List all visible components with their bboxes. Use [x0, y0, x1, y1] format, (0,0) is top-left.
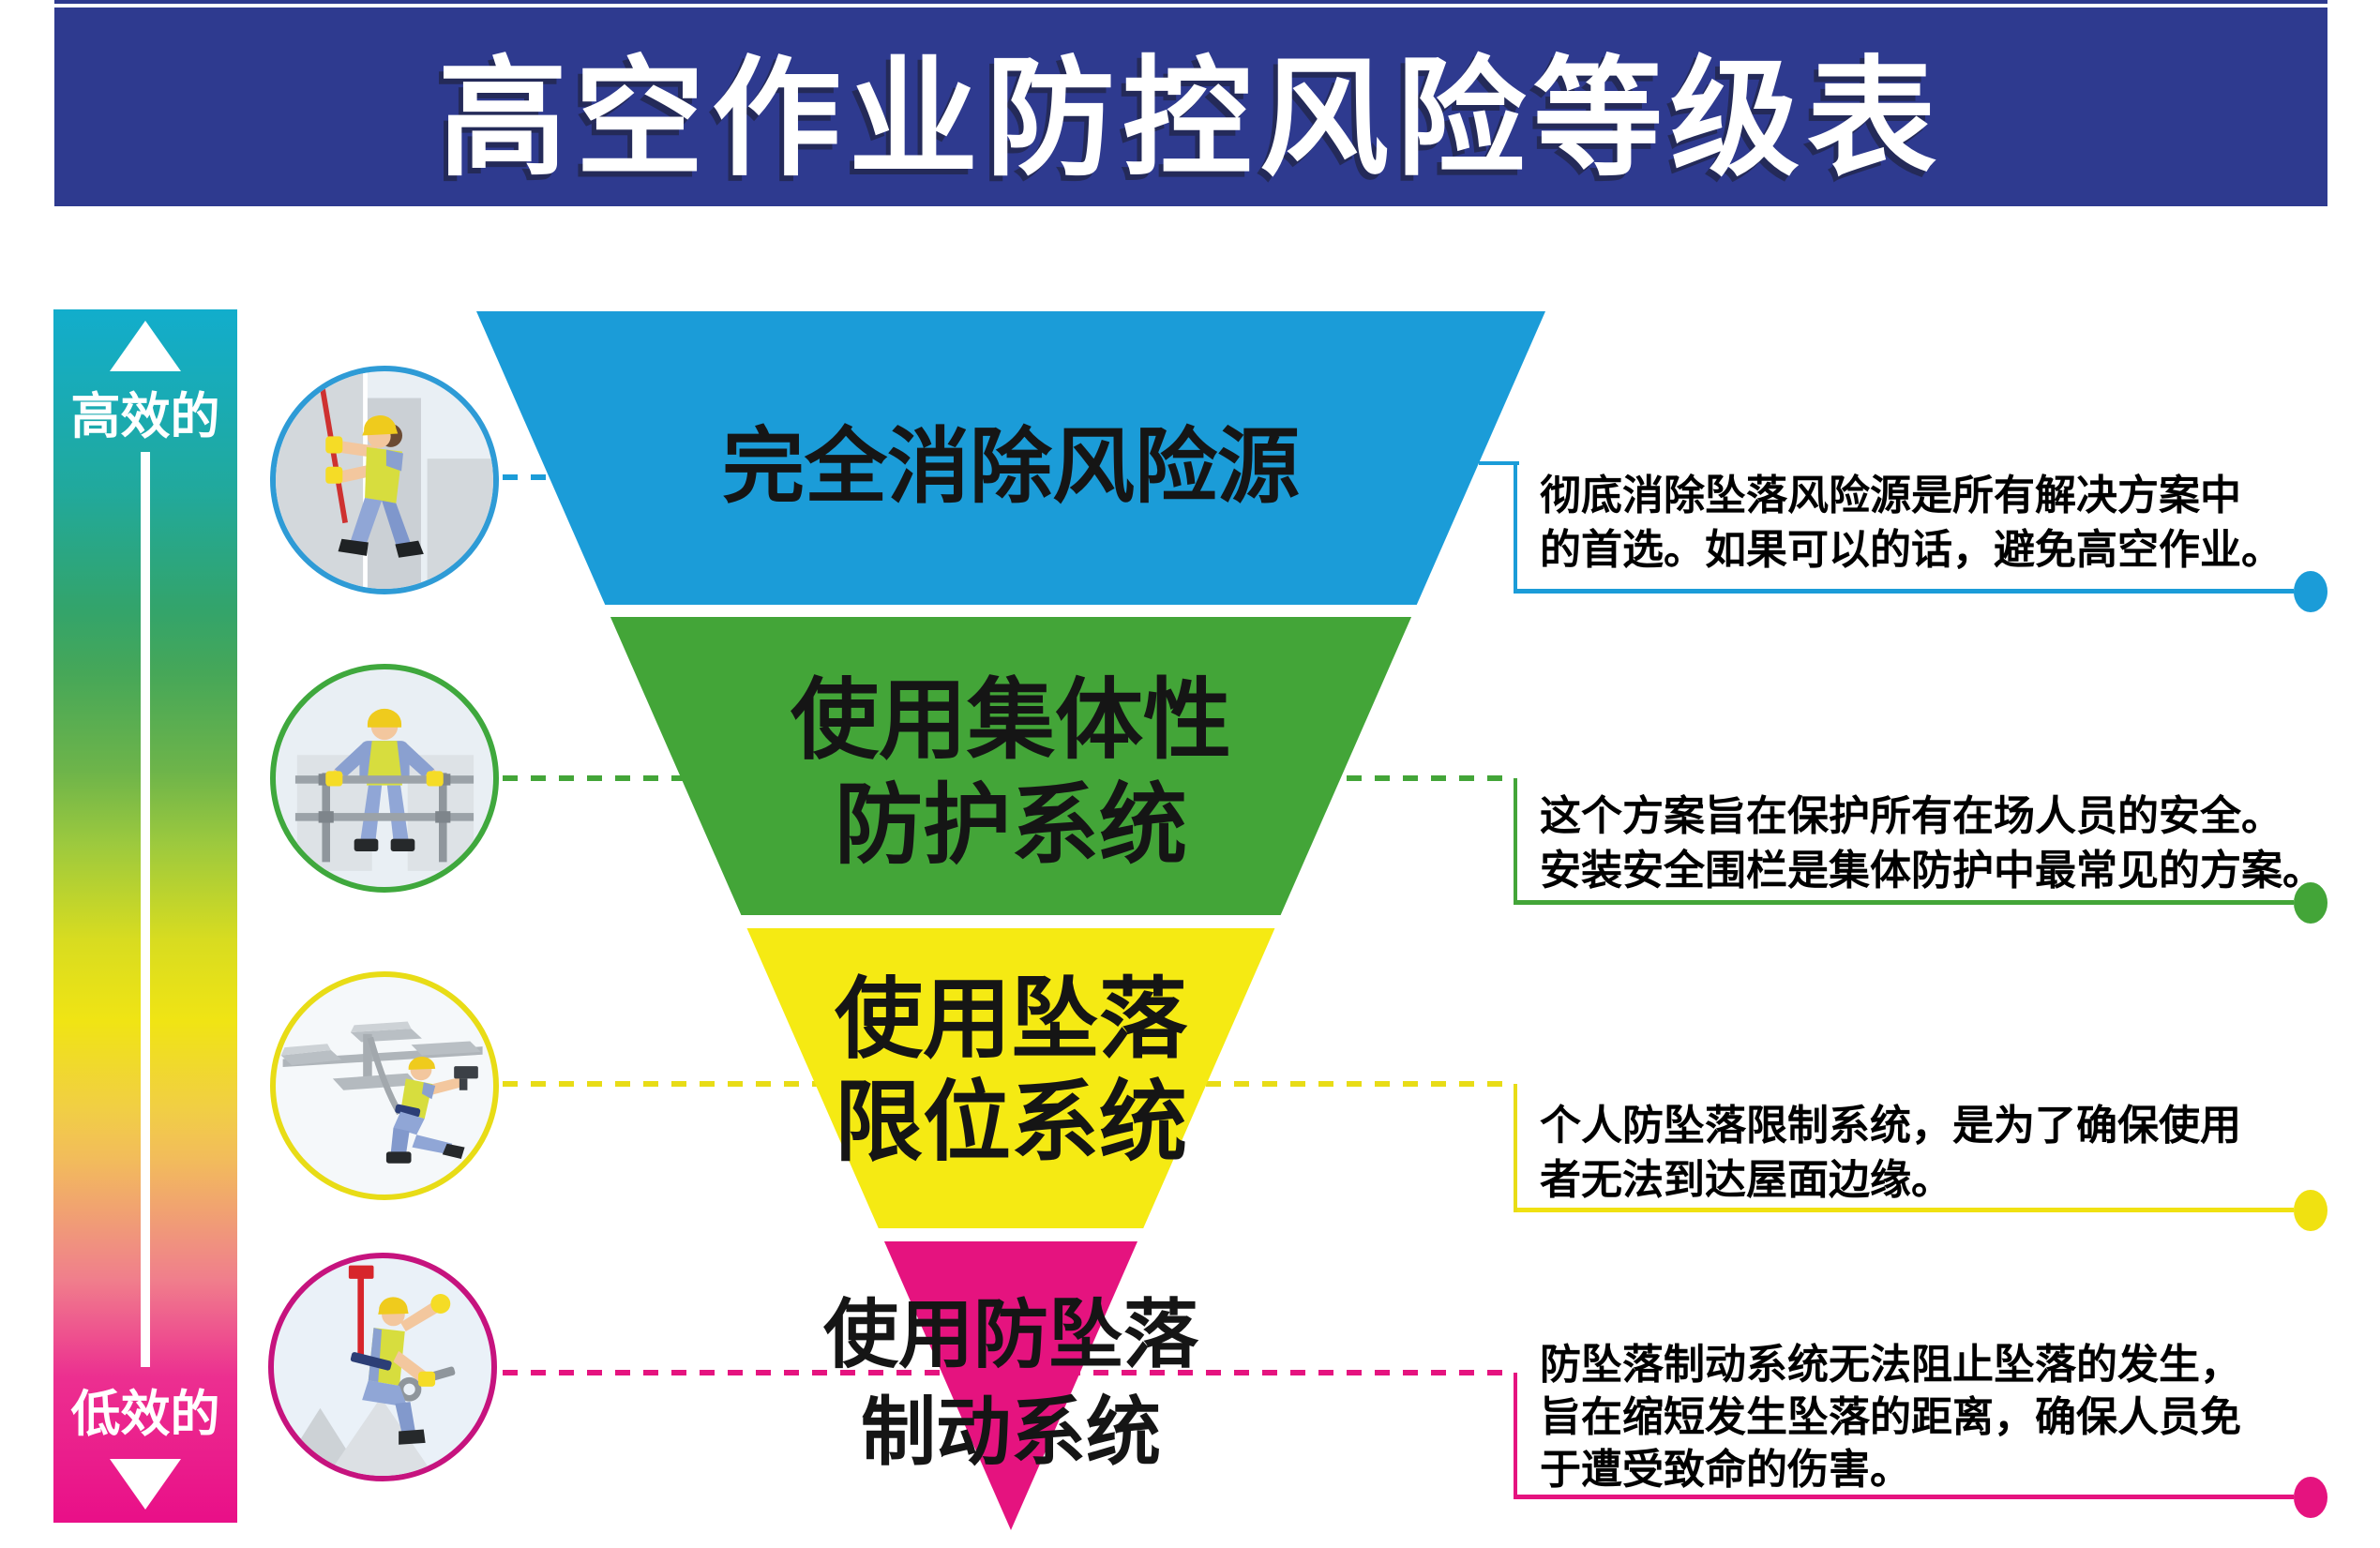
dashed-connector-level1 [503, 474, 583, 480]
banner-top-strip [54, 0, 2327, 4]
scale-bottom-label: 低效的 [70, 1387, 220, 1442]
worker-behind-guardrail-icon [294, 708, 474, 871]
icon-circle-level2 [270, 664, 499, 893]
funnel-label-level2: 使用集体性 防护系统 [790, 670, 1231, 874]
bracket-level1-vertical [1514, 461, 1517, 594]
description-level4: 防坠落制动系统无法阻止坠落的发生， 旨在缩短发生坠落的距离，确保人员免 于遭受致… [1540, 1342, 2241, 1493]
funnel-label-level4: 使用防坠落 制动系统 [823, 1293, 1198, 1474]
page-title: 高空作业防控风险等级表 [437, 47, 1944, 191]
worker-eliminating-hazard-icon [276, 371, 493, 589]
icon-circle-level1 [270, 366, 499, 594]
bracket-level1-horizontal [1479, 461, 1519, 465]
up-arrow-icon [110, 321, 181, 371]
title-banner: 高空作业防控风险等级表 [54, 8, 2327, 206]
icon-circle-level4 [268, 1253, 497, 1481]
scale-top-label: 高效的 [70, 389, 220, 444]
description-level3: 个人防坠落限制系统，是为了确保使用 者无法到达屋面边缘。 [1540, 1103, 2241, 1203]
endpoint-dot-level4 [2294, 1477, 2327, 1518]
worker-fall-arrest-harness-icon [277, 1265, 456, 1476]
endpoint-dot-level2 [2294, 882, 2327, 924]
desc-underline-level2 [1514, 900, 2294, 905]
bracket-level3-vertical [1514, 1084, 1517, 1212]
icon-circle-level3 [270, 971, 499, 1200]
funnel-label-level3: 使用坠落 限位系统 [834, 969, 1187, 1171]
scale-axis-line [141, 452, 150, 1367]
desc-underline-level3 [1514, 1208, 2294, 1212]
funnel-level-1 [476, 311, 1545, 605]
funnel-label-level1: 完全消除风险源 [721, 420, 1300, 513]
endpoint-dot-level1 [2294, 571, 2327, 612]
desc-underline-level4 [1514, 1495, 2294, 1499]
bracket-level2-vertical [1514, 778, 1517, 905]
desc-underline-level1 [1514, 589, 2294, 594]
efficiency-scale-bar: 高效的 低效的 [53, 309, 237, 1523]
bracket-level4-vertical [1514, 1373, 1517, 1499]
down-arrow-icon [110, 1459, 181, 1510]
endpoint-dot-level3 [2294, 1190, 2327, 1231]
description-level2: 这个方案旨在保护所有在场人员的安全。 安装安全围栏是集体防护中最常见的方案。 [1540, 793, 2324, 894]
worker-restraint-anchor-icon [280, 1021, 483, 1164]
description-level1: 彻底消除坠落风险源是所有解决方案中 的首选。如果可以的话，避免高空作业。 [1540, 473, 2282, 573]
